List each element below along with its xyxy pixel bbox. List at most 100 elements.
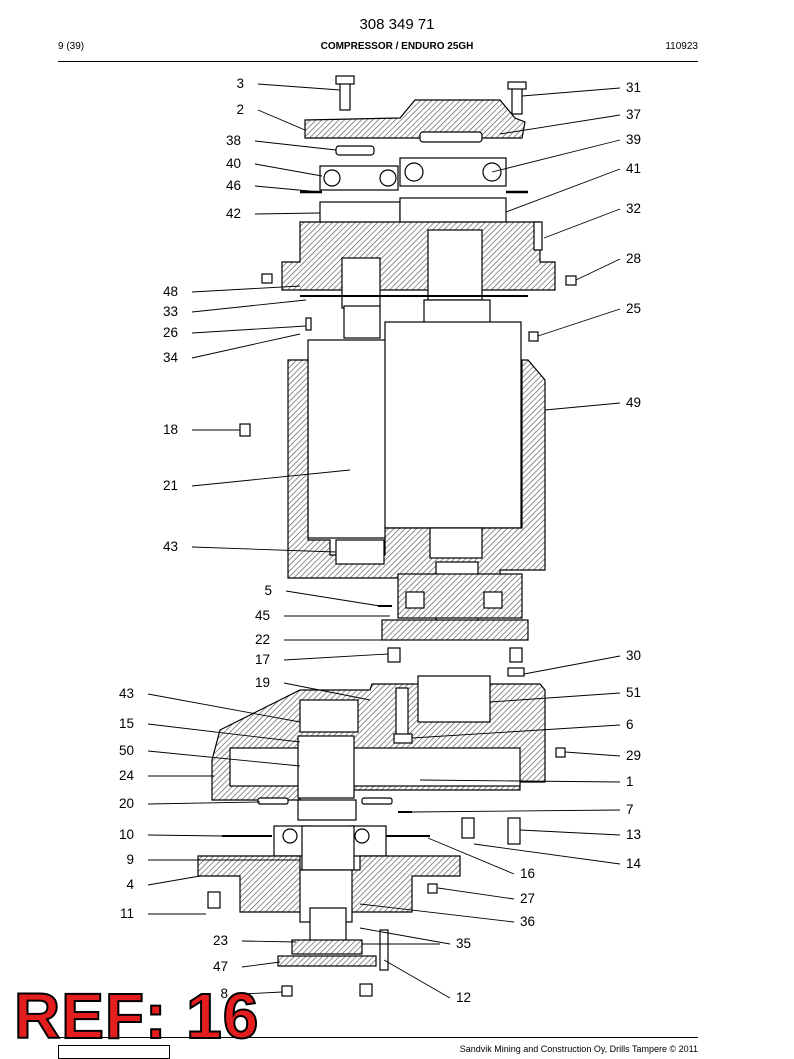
page-number: 9 (39) bbox=[58, 41, 85, 52]
callout-20: 20 bbox=[119, 796, 134, 811]
callout-leader-23 bbox=[241, 940, 297, 943]
callout-leader-14 bbox=[473, 843, 621, 865]
callout-leader-41 bbox=[505, 168, 621, 213]
callout-leader-36 bbox=[359, 903, 515, 923]
callout-23: 23 bbox=[213, 933, 228, 948]
callout-50: 50 bbox=[119, 743, 134, 758]
callout-leader-1 bbox=[419, 779, 621, 783]
callout-leader-30 bbox=[523, 655, 621, 675]
callout-9: 9 bbox=[126, 852, 134, 867]
callout-46: 46 bbox=[226, 178, 241, 193]
callout-leader-19 bbox=[283, 682, 371, 701]
callout-27: 27 bbox=[520, 891, 535, 906]
callout-4: 4 bbox=[126, 877, 134, 892]
callout-leader-17 bbox=[283, 653, 389, 661]
reference-stamp: REF: 16 bbox=[13, 980, 260, 1052]
callout-leader-39 bbox=[491, 139, 621, 173]
callout-leader-48 bbox=[191, 285, 301, 293]
callout-41: 41 bbox=[626, 161, 641, 176]
callout-leader-29 bbox=[564, 751, 621, 757]
footer-divider bbox=[58, 1037, 698, 1038]
callout-15: 15 bbox=[119, 716, 134, 731]
callout-11: 11 bbox=[120, 906, 134, 921]
document-code: 308 349 71 bbox=[359, 16, 435, 33]
callout-14: 14 bbox=[626, 856, 642, 871]
callout-31: 31 bbox=[626, 80, 641, 95]
callout-16: 16 bbox=[520, 866, 535, 881]
callout-leader-50 bbox=[147, 750, 301, 767]
callout-28: 28 bbox=[626, 251, 641, 266]
callout-40: 40 bbox=[226, 156, 241, 171]
callout-leader-5 bbox=[285, 590, 381, 607]
callout-8: 8 bbox=[220, 986, 228, 1001]
document-date: 110923 bbox=[665, 41, 698, 52]
callout-43: 43 bbox=[163, 539, 178, 554]
callout-18: 18 bbox=[163, 422, 178, 437]
callout-24: 24 bbox=[119, 768, 135, 783]
callout-leader-49 bbox=[544, 402, 621, 411]
callout-49: 49 bbox=[626, 395, 641, 410]
callout-3: 3 bbox=[236, 76, 244, 91]
callout-leader-47 bbox=[241, 961, 281, 968]
callout-17: 17 bbox=[255, 652, 270, 667]
callout-leader-38 bbox=[254, 140, 337, 151]
callout-leader-16 bbox=[427, 837, 515, 875]
callout-leader-37 bbox=[499, 114, 621, 135]
callout-21: 21 bbox=[163, 478, 178, 493]
callout-leader-40 bbox=[254, 163, 323, 177]
callout-37: 37 bbox=[626, 107, 641, 122]
callout-leader-34 bbox=[191, 333, 301, 359]
callout-leader-28 bbox=[575, 258, 621, 281]
callout-34: 34 bbox=[163, 350, 179, 365]
callout-leader-2 bbox=[257, 109, 306, 131]
callout-26: 26 bbox=[163, 325, 178, 340]
callout-48: 48 bbox=[163, 284, 178, 299]
callout-leader-3 bbox=[257, 83, 341, 91]
callout-leader-4 bbox=[147, 875, 201, 886]
callout-13: 13 bbox=[626, 827, 641, 842]
callout-leader-51 bbox=[489, 692, 621, 703]
callout-32: 32 bbox=[626, 201, 641, 216]
callout-leader-35 bbox=[359, 927, 451, 945]
callout-38: 38 bbox=[226, 133, 241, 148]
callout-leader-31 bbox=[521, 87, 621, 97]
callout-leader-12 bbox=[383, 959, 451, 999]
callout-leader-21 bbox=[191, 469, 351, 487]
callout-leader-8 bbox=[241, 991, 283, 995]
callout-45: 45 bbox=[255, 608, 270, 623]
callout-33: 33 bbox=[163, 304, 178, 319]
callout-leader-33 bbox=[191, 299, 307, 313]
callout-leader-43 bbox=[147, 693, 301, 723]
callout-42: 42 bbox=[226, 206, 241, 221]
callout-leader-15 bbox=[147, 723, 301, 743]
callout-leader-42 bbox=[254, 212, 321, 215]
callout-leader-20 bbox=[147, 801, 261, 805]
callout-35: 35 bbox=[456, 936, 471, 951]
callout-leader-32 bbox=[543, 208, 621, 239]
callout-leader-13 bbox=[519, 829, 621, 836]
callout-leader-27 bbox=[437, 887, 515, 900]
callout-5: 5 bbox=[264, 583, 272, 598]
footer-copyright: Sandvik Mining and Construction Oy, Dril… bbox=[459, 1044, 698, 1054]
callout-19: 19 bbox=[255, 675, 270, 690]
callout-leader-10 bbox=[147, 834, 223, 837]
callout-leader-43 bbox=[191, 546, 337, 553]
callout-leader-25 bbox=[537, 308, 621, 337]
header-divider bbox=[58, 61, 698, 62]
callout-leader-7 bbox=[411, 809, 621, 813]
callout-1: 1 bbox=[626, 774, 634, 789]
callout-6: 6 bbox=[626, 717, 634, 732]
callout-47: 47 bbox=[213, 959, 228, 974]
callout-leader-6 bbox=[411, 724, 621, 739]
callout-22: 22 bbox=[255, 632, 270, 647]
callout-2: 2 bbox=[236, 102, 244, 117]
callout-10: 10 bbox=[119, 827, 134, 842]
callout-leader-46 bbox=[254, 185, 321, 193]
callout-25: 25 bbox=[626, 301, 641, 316]
callout-leader-26 bbox=[191, 325, 307, 334]
callout-29: 29 bbox=[626, 748, 641, 763]
callout-43: 43 bbox=[119, 686, 134, 701]
callout-36: 36 bbox=[520, 914, 535, 929]
